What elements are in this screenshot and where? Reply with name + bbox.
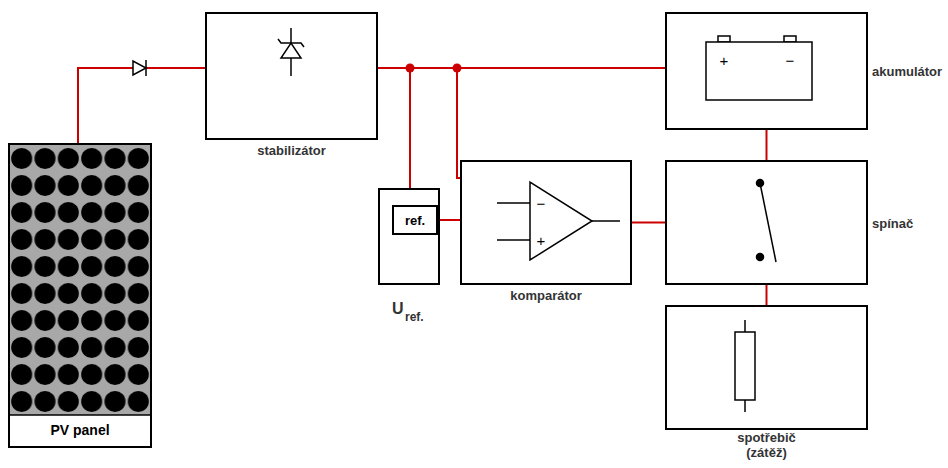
battery-box: akumulátor	[665, 12, 868, 130]
node-label: spínač	[872, 215, 913, 230]
pv-panel: PV panel	[8, 143, 152, 448]
wire	[78, 68, 205, 143]
solar-cells	[10, 145, 150, 415]
opamp-symbol	[497, 182, 620, 260]
minus-sign: −	[537, 196, 546, 211]
node-label: stabilizátor	[257, 143, 326, 158]
battery-symbol	[706, 36, 812, 100]
zener-symbol	[278, 28, 304, 76]
node-label: akumulátor	[872, 64, 942, 79]
wire	[766, 285, 768, 305]
node-label: ref.	[394, 213, 436, 228]
node-label: komparátor	[510, 288, 582, 303]
reference-box: Uref.ref.	[378, 188, 440, 285]
switch-box: spínač	[665, 160, 868, 285]
wire	[378, 68, 460, 178]
node-label: PV panel	[50, 423, 109, 438]
junction-dot	[453, 64, 462, 73]
plus-sign: +	[537, 233, 546, 248]
diode-symbol	[133, 60, 146, 76]
node-label: spotřebič (zátěž)	[721, 430, 813, 460]
ref-inner-box: ref.	[392, 205, 438, 235]
load-box: spotřebič (zátěž)	[665, 305, 868, 430]
wire	[632, 222, 665, 224]
stabilizer-box: stabilizátor	[205, 12, 378, 140]
wire	[378, 68, 410, 188]
plus-sign: +	[720, 53, 729, 68]
minus-sign: −	[786, 53, 795, 68]
switch-symbol	[757, 180, 777, 263]
comparator-box: komparátor	[460, 160, 632, 285]
voltage-subscript: ref.	[405, 310, 424, 324]
voltage-symbol: U	[392, 300, 404, 318]
resistor-symbol	[735, 320, 755, 412]
wire	[766, 130, 768, 160]
wire	[438, 219, 460, 221]
